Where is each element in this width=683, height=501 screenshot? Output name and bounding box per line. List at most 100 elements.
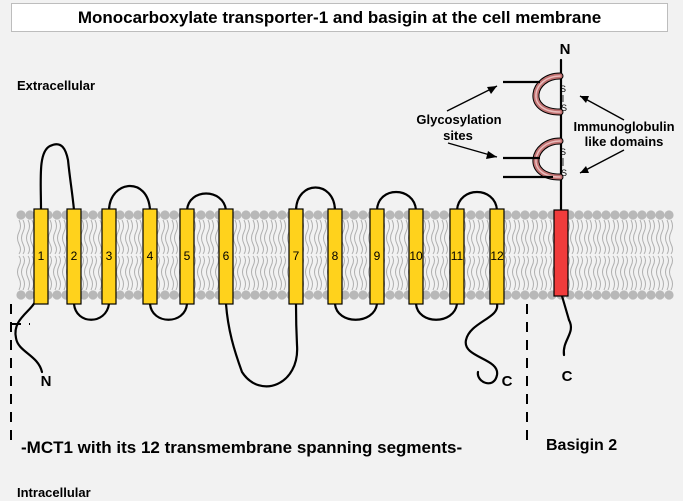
- lipid-head: [232, 210, 242, 220]
- lipid-head: [583, 210, 593, 220]
- lipid-tail: [57, 219, 61, 255]
- lipid-tail: [404, 255, 408, 291]
- lipid-head: [574, 210, 584, 220]
- tm-segment-4: [142, 208, 158, 305]
- lipid-tail: [354, 219, 358, 255]
- lipid-tail: [530, 219, 534, 255]
- lipid-head: [205, 210, 215, 220]
- lipid-tail: [656, 219, 660, 255]
- lipid-tail: [116, 219, 120, 255]
- lipid-head: [619, 210, 629, 220]
- lipid-tail: [359, 255, 363, 291]
- lipid-tail: [467, 219, 471, 255]
- lipid-tail: [476, 219, 480, 255]
- lipid-head: [592, 210, 602, 220]
- lipid-head: [385, 290, 395, 300]
- lipid-tail: [615, 219, 619, 255]
- lipid-tail: [404, 219, 408, 255]
- lipid-tail: [363, 219, 367, 255]
- lipid-tail: [17, 219, 21, 255]
- lipid-tail: [584, 219, 588, 255]
- tm-segment-1: [33, 208, 49, 305]
- lipid-head: [259, 290, 269, 300]
- lipid-tail: [444, 255, 448, 291]
- arrow-ig-top: [579, 95, 625, 121]
- lipid-head: [610, 290, 620, 300]
- lipid-tail: [638, 255, 642, 291]
- terminal-labels: N C N C: [41, 41, 573, 390]
- lipid-tail: [26, 255, 30, 291]
- lipid-head: [277, 210, 287, 220]
- lipid-tail: [431, 219, 435, 255]
- lipid-tail: [170, 255, 174, 291]
- extracellular-loop-7-8: [294, 186, 337, 212]
- tm-segment-3: [101, 208, 117, 305]
- lipid-tail: [633, 255, 637, 291]
- lipid-tail: [629, 255, 633, 291]
- lipid-tail: [390, 255, 394, 291]
- lipid-tail: [620, 219, 624, 255]
- lipid-head: [529, 210, 539, 220]
- lipid-tail: [399, 219, 403, 255]
- lipid-tail: [323, 219, 327, 255]
- lipid-tail: [669, 255, 673, 291]
- intracellular-loop-10-11: [414, 302, 459, 321]
- lipid-tail: [669, 219, 673, 255]
- lipid-tail: [660, 255, 664, 291]
- lipid-tail: [539, 255, 543, 291]
- lipid-tail: [134, 255, 138, 291]
- lipid-tail: [251, 255, 255, 291]
- tm-segment-label-11: 11: [451, 249, 464, 263]
- lipid-tail: [435, 219, 439, 255]
- lipid-tail: [350, 255, 354, 291]
- mct1-c-terminus: C: [502, 373, 513, 390]
- extracellular-loop-3-4: [107, 184, 152, 212]
- lipid-head: [601, 210, 611, 220]
- disulfide-s-2: S: [561, 103, 567, 113]
- lipid-head: [160, 290, 170, 300]
- lipid-tail: [21, 219, 25, 255]
- lipid-tail: [534, 255, 538, 291]
- lipid-head: [124, 290, 134, 300]
- lipid-tail: [161, 219, 165, 255]
- lipid-tail: [350, 219, 354, 255]
- lipid-tail: [534, 219, 538, 255]
- lipid-tail: [651, 255, 655, 291]
- lipid-tail: [84, 255, 88, 291]
- lipid-tail: [255, 219, 259, 255]
- lipid-head: [241, 210, 251, 220]
- lipid-head: [196, 210, 206, 220]
- lipid-tail: [201, 219, 205, 255]
- lipid-tail: [467, 255, 471, 291]
- lipid-head: [421, 290, 431, 300]
- lipid-tail: [233, 219, 237, 255]
- lipid-tail: [246, 255, 250, 291]
- intracellular-loop-6-7: [224, 302, 299, 388]
- lipid-head: [583, 290, 593, 300]
- lipid-tail: [134, 219, 138, 255]
- lipid-tail: [206, 255, 210, 291]
- lipid-tail: [593, 255, 597, 291]
- lipid-tail: [426, 255, 430, 291]
- mct1-caption-text: MCT1 with its 12 transmembrane spanning …: [26, 438, 457, 457]
- lipid-head: [25, 210, 35, 220]
- lipid-tail: [138, 219, 142, 255]
- lipid-tail: [615, 255, 619, 291]
- tm-segment-11: [449, 208, 465, 305]
- lipid-tail: [89, 219, 93, 255]
- lipid-tail: [165, 219, 169, 255]
- lipid-head: [628, 210, 638, 220]
- dashed-bracket: [10, 304, 528, 447]
- lipid-tail: [21, 255, 25, 291]
- lipid-tail: [282, 219, 286, 255]
- disulfide-s-4: S: [561, 168, 567, 178]
- tm-segment-2: [66, 208, 82, 305]
- lipid-tail: [26, 219, 30, 255]
- lipid-head: [115, 290, 125, 300]
- lipid-head: [340, 210, 350, 220]
- lipid-tail: [525, 219, 529, 255]
- tm-segment-10: [408, 208, 424, 305]
- lipid-head: [25, 290, 35, 300]
- lipid-tail: [471, 219, 475, 255]
- lipid-head: [646, 290, 656, 300]
